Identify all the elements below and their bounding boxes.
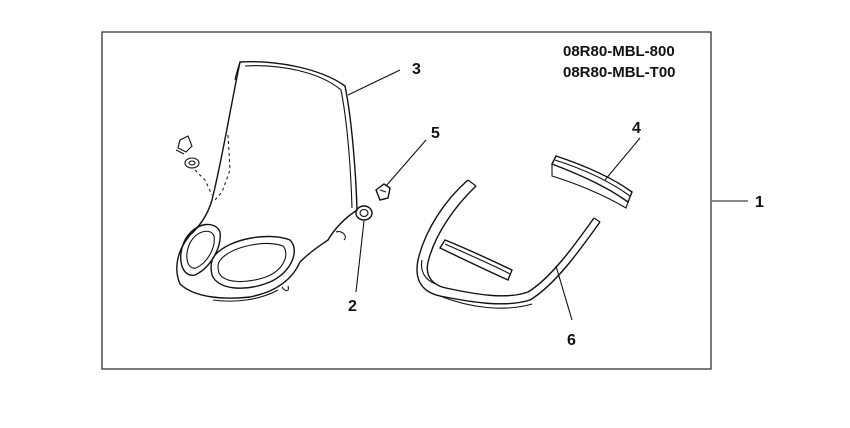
diagram-frame — [101, 31, 712, 370]
washer-small-part — [184, 157, 200, 169]
fastener-part — [375, 183, 391, 201]
part-number-2: 08R80-MBL-T00 — [563, 64, 676, 81]
grommet-part — [355, 205, 373, 221]
callout-3: 3 — [412, 61, 421, 78]
u-trim-part — [416, 179, 601, 309]
callout-1: 1 — [755, 194, 764, 211]
trim-bracket-part — [438, 239, 513, 281]
callout-5: 5 — [431, 125, 440, 142]
callout-2: 2 — [348, 298, 357, 315]
clip-small-part — [175, 135, 193, 155]
leader-lines — [347, 69, 748, 321]
cover-strip-part — [551, 155, 633, 209]
callout-6: 6 — [567, 332, 576, 349]
callout-4: 4 — [632, 120, 641, 137]
part-number-1: 08R80-MBL-800 — [563, 43, 675, 60]
windscreen-part — [176, 61, 358, 302]
